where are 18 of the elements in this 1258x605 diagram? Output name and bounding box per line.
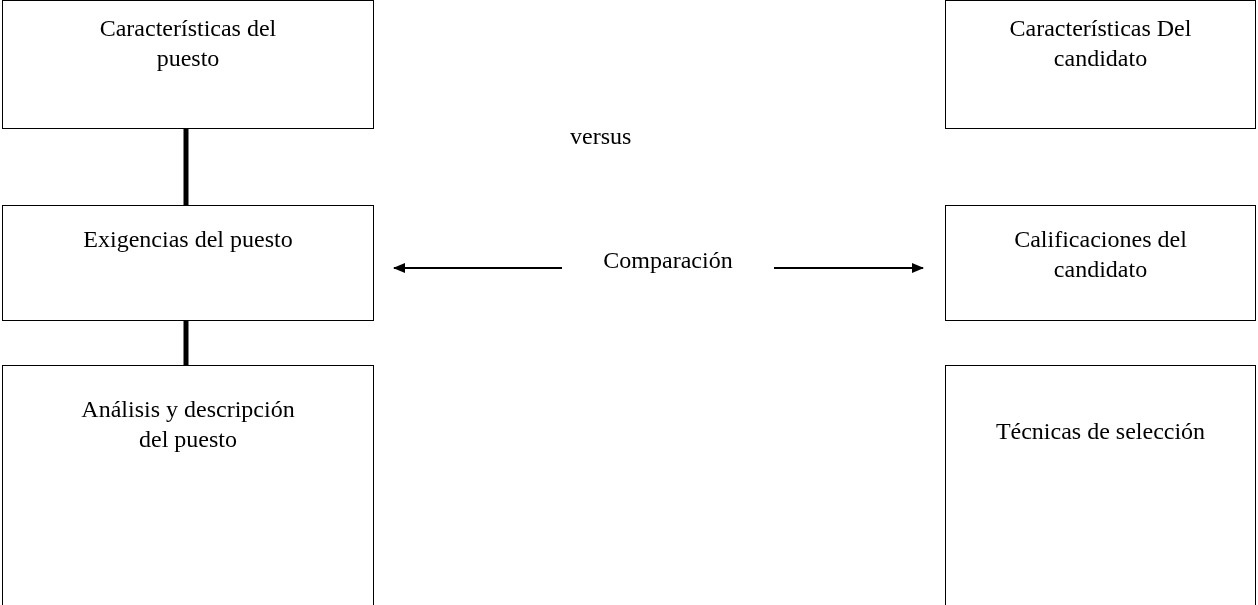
comparison-label: Comparación (602, 246, 734, 275)
box-label: Técnicas de selección (994, 417, 1207, 446)
process-box (945, 365, 1256, 605)
process-box (945, 0, 1256, 129)
process-box (2, 205, 374, 321)
connector-line (183, 129, 189, 205)
box-label: Exigencias del puesto (82, 225, 294, 254)
connector-line (183, 321, 189, 365)
box-label: Análisis y descripción del puesto (80, 395, 296, 454)
process-box (2, 365, 374, 605)
arrow (393, 263, 563, 273)
box-label: Características del puesto (98, 14, 278, 73)
box-label: Características Del candidato (1008, 14, 1193, 73)
process-box (945, 205, 1256, 321)
box-label: Calificaciones del candidato (1013, 225, 1188, 284)
arrow (773, 263, 924, 273)
versus-label: versus (570, 123, 632, 150)
process-box (2, 0, 374, 129)
